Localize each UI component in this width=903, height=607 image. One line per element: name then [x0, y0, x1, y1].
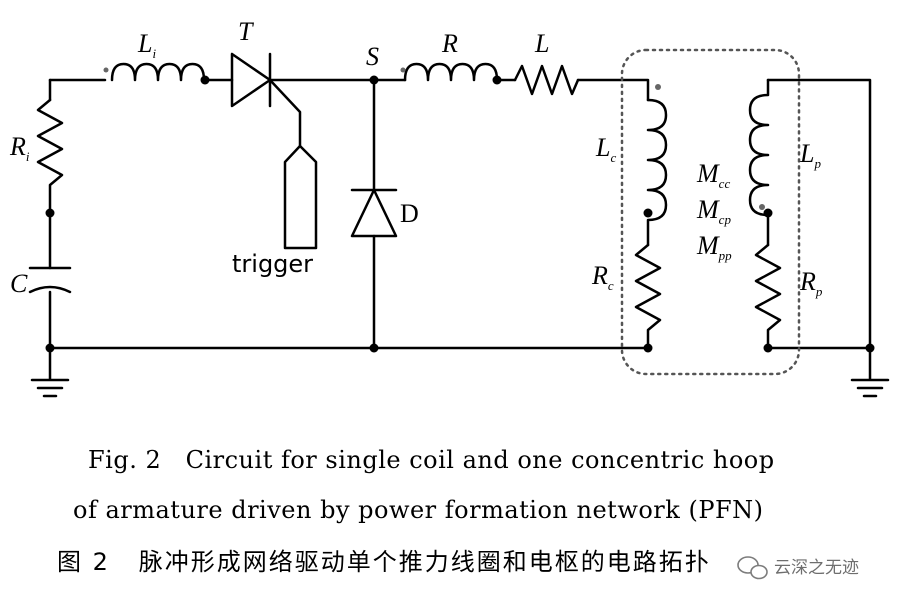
polarity-dot [103, 67, 109, 73]
label-Li: Li [137, 29, 156, 61]
coil-Lp [748, 78, 770, 247]
label-Lc: Lc [595, 133, 616, 165]
label-Rp: Rp [799, 267, 823, 299]
junction-dot [45, 208, 55, 218]
caption-line-2: of armature driven by power formation ne… [73, 496, 763, 524]
label-Mcc: Mcc [696, 159, 730, 191]
junction-dot [369, 75, 379, 85]
junction-dot [369, 343, 379, 353]
junction-dot [643, 208, 653, 218]
polarity-dot [655, 84, 661, 90]
label-C: C [10, 269, 28, 298]
coil-Lc [646, 98, 668, 247]
polarity-dot [759, 204, 765, 210]
polarity-dot [400, 67, 406, 73]
label-trigger: trigger [232, 250, 313, 278]
junction-dot [865, 343, 875, 353]
resistor-Rp [754, 243, 782, 350]
ground-right [850, 346, 890, 398]
junction-dot [45, 343, 55, 353]
junction-dot [763, 208, 773, 218]
label-Mpp: Mpp [696, 231, 732, 263]
resistor-Rc [634, 243, 662, 350]
ground-left [30, 346, 70, 398]
label-Rc: Rc [591, 261, 614, 293]
junction-dot [643, 343, 653, 353]
label-T: T [238, 17, 254, 46]
junction-dot [200, 75, 210, 85]
capacitor-C [28, 266, 72, 350]
label-Lp: Lp [799, 139, 821, 171]
label-R: R [441, 29, 458, 58]
diode-D [350, 188, 398, 238]
label-L: L [534, 29, 549, 58]
resistor-Ri [36, 98, 64, 270]
wire-l-coil [576, 78, 650, 102]
wire-lp-top [766, 78, 872, 350]
inductor-Li [110, 62, 206, 82]
resistor-L [513, 64, 580, 96]
trigger-terminal [283, 144, 318, 250]
caption-line-1: Fig. 2 Circuit for single coil and one c… [88, 446, 775, 474]
wechat-icon [737, 556, 768, 580]
label-S: S [366, 42, 379, 71]
label-D: D [400, 199, 419, 228]
thyristor-T [230, 52, 302, 148]
watermark: 云深之无迹 [737, 556, 859, 580]
junction-dot [492, 75, 502, 85]
coupling-boundary [620, 48, 801, 376]
inductor-R [403, 62, 499, 82]
junction-dot [763, 343, 773, 353]
label-Ri: Ri [9, 132, 30, 164]
caption-line-3: 图 2 脉冲形成网络驱动单个推力线圈和电枢的电路拓扑 [57, 548, 711, 576]
watermark-text: 云深之无迹 [774, 558, 859, 578]
label-Mcp: Mcp [696, 195, 731, 227]
